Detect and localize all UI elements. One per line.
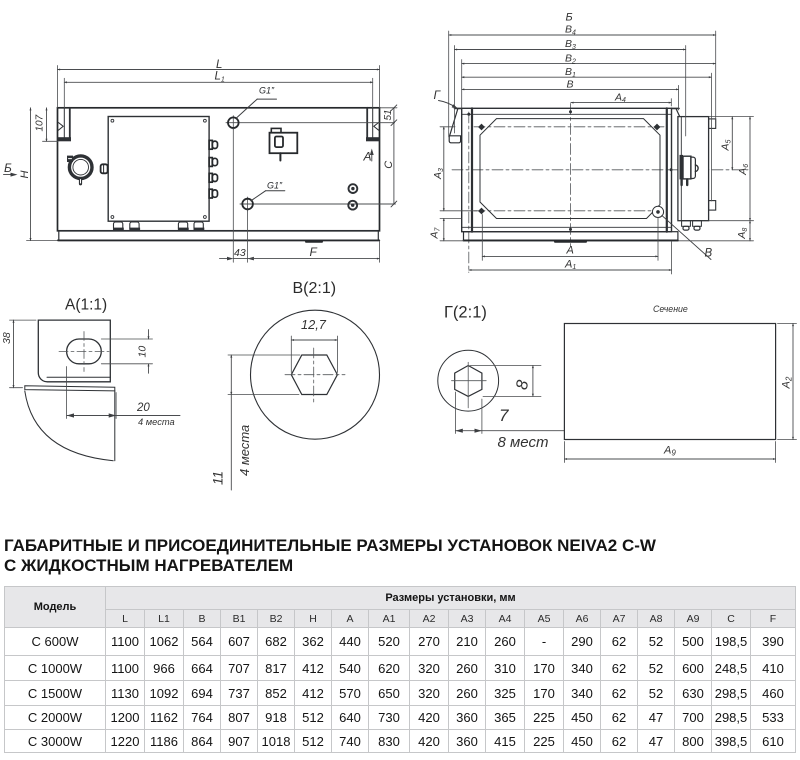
svg-text:B1: B1 [565,66,576,79]
svg-text:8: 8 [513,378,533,392]
svg-text:A3: A3 [432,168,445,180]
svg-text:H: H [19,171,31,179]
svg-text:12,7: 12,7 [301,317,327,332]
svg-text:B2: B2 [565,53,576,66]
svg-text:51: 51 [383,109,394,120]
svg-text:B: B [705,247,713,259]
svg-text:Сечение: Сечение [653,304,688,314]
svg-text:A1: A1 [564,258,576,271]
svg-text:43: 43 [234,247,246,259]
svg-text:A2: A2 [781,376,794,389]
svg-text:A: A [363,150,372,164]
svg-text:В(2:1): В(2:1) [293,280,337,297]
svg-text:C: C [383,161,395,169]
svg-text:4 места: 4 места [138,417,175,427]
svg-text:А(1:1): А(1:1) [65,297,107,314]
svg-text:Г: Г [434,88,442,102]
svg-text:A8: A8 [736,228,749,240]
svg-text:Б: Б [4,161,12,175]
svg-text:L1: L1 [215,71,225,84]
svg-text:A5: A5 [720,139,733,151]
svg-text:Б: Б [566,12,573,24]
svg-text:8 мест: 8 мест [498,434,549,451]
svg-text:G1”: G1” [267,181,283,191]
svg-text:38: 38 [1,332,13,344]
svg-text:A: A [566,245,574,257]
svg-text:B4: B4 [565,24,576,37]
svg-text:B3: B3 [565,38,576,51]
svg-text:Г(2:1): Г(2:1) [444,304,487,322]
svg-text:4 места: 4 места [237,425,252,476]
svg-text:10: 10 [136,346,148,358]
svg-text:F: F [310,245,318,259]
svg-text:20: 20 [136,402,150,414]
svg-text:A7: A7 [429,226,442,239]
svg-text:L: L [216,59,222,71]
svg-text:107: 107 [35,114,46,131]
svg-text:B: B [567,78,574,90]
svg-text:G1”: G1” [259,86,275,96]
svg-text:A6: A6 [737,164,750,176]
svg-text:A9: A9 [663,445,676,458]
svg-text:A4: A4 [614,91,626,104]
svg-text:7: 7 [499,406,509,425]
svg-text:11: 11 [211,471,226,485]
